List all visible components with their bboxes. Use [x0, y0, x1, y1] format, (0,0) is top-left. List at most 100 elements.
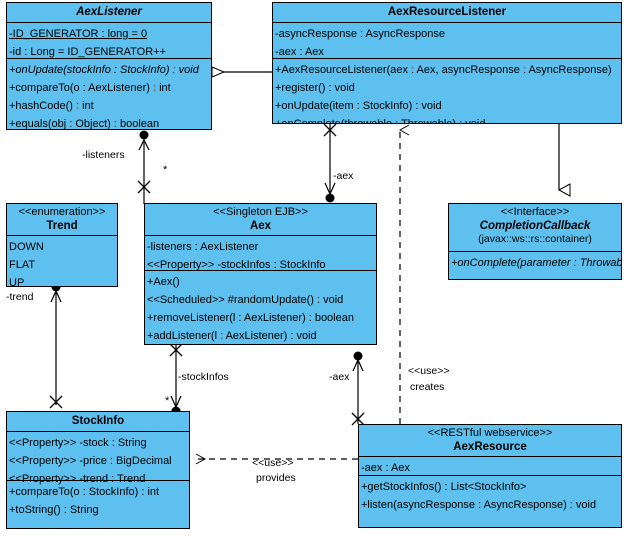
- attribute-label: -id : Long = ID_GENERATOR++: [9, 46, 167, 58]
- attribute-row: -ID_GENERATOR : long = 0: [7, 24, 211, 42]
- edge-multiplicity-stockinfos: *: [165, 395, 170, 407]
- attribute-row: <<Property>> -stockInfos : StockInfo: [145, 255, 376, 273]
- class-box-aexlistener[interactable]: AexListener -ID_GENERATOR : long = 0 -id…: [6, 2, 212, 130]
- attributes-compartment-stockinfo: <<Property>> -stock : String <<Property>…: [7, 432, 189, 485]
- operation-row: +onComplete(parameter : Throwable) : voi…: [449, 253, 621, 271]
- class-header-aexresourcelistener: AexResourceListener: [273, 3, 621, 23]
- class-box-aexresource[interactable]: <<RESTful webservice>> AexResource -aex …: [358, 424, 622, 528]
- operation-label: +equals(obj : Object) : boolean: [9, 118, 160, 130]
- attribute-row: -id : Long = ID_GENERATOR++: [7, 42, 211, 60]
- class-header-stockinfo: StockInfo: [7, 412, 189, 432]
- class-header-trend: <<enumeration>> Trend: [7, 204, 117, 236]
- attribute-row: -aex : Aex: [273, 42, 621, 60]
- class-name-trend: Trend: [46, 220, 78, 232]
- attributes-compartment-aex: -listeners : AexListener <<Property>> -s…: [145, 236, 376, 271]
- operation-row: +compareTo(o : AexListener) : int: [7, 78, 211, 96]
- attribute-row: <<Property>> -price : BigDecimal: [7, 451, 189, 469]
- edge-stockinfo-trend-composition: [49, 282, 63, 409]
- operation-label: +onUpdate(stockInfo : StockInfo) : void: [9, 64, 199, 76]
- attribute-row: <<Property>> -stock : String: [7, 433, 189, 451]
- operation-label: +register() : void: [275, 82, 355, 94]
- enum-literal-label: FLAT: [9, 259, 36, 271]
- operation-label: +onComplete(parameter : Throwable) : voi…: [451, 257, 621, 269]
- operation-label: +compareTo(o : StockInfo) : int: [9, 486, 160, 498]
- class-name-aexlistener: AexListener: [76, 6, 142, 18]
- class-header-aexlistener: AexListener: [7, 3, 211, 23]
- attribute-label: -aex : Aex: [275, 46, 324, 58]
- class-stereotype-completioncallback: <<Interface>>: [500, 206, 570, 218]
- edge-label-aex-top: -aex: [333, 170, 354, 182]
- edge-label-aex-bottom: -aex: [329, 371, 350, 383]
- operation-label: +addListener(l : AexListener) : void: [147, 330, 317, 342]
- edge-label-listeners: -listeners: [82, 149, 125, 161]
- operation-row: +compareTo(o : StockInfo) : int: [7, 482, 189, 500]
- attribute-label: <<Property>> -stock : String: [9, 437, 147, 449]
- class-box-completioncallback[interactable]: <<Interface>> CompletionCallback (javax:…: [448, 203, 622, 280]
- edge-aex-listeners-composition: [137, 130, 151, 204]
- operation-label: <<Scheduled>> #randomUpdate() : void: [147, 294, 344, 306]
- operations-compartment-stockinfo: +compareTo(o : StockInfo) : int +toStrin…: [7, 481, 189, 519]
- operation-label: +Aex(): [147, 276, 180, 288]
- attribute-label: -asyncResponse : AsyncResponse: [275, 28, 445, 40]
- operation-row: +listen(asyncResponse : AsyncResponse) :…: [359, 495, 621, 513]
- edge-label-use-provides-name: provides: [256, 472, 296, 484]
- operation-row: +onUpdate(stockInfo : StockInfo) : void: [7, 60, 211, 78]
- class-name-aexresourcelistener: AexResourceListener: [387, 6, 507, 18]
- attribute-row: -listeners : AexListener: [145, 237, 376, 255]
- class-package-completioncallback: (javax::ws::rs::container): [478, 233, 592, 245]
- operation-row: +onComplete(throwable : Throwable) : voi…: [273, 114, 621, 124]
- edge-multiplicity-listeners: *: [163, 164, 168, 176]
- literals-compartment-trend: DOWN FLAT UP: [7, 236, 117, 287]
- operation-label: +removeListener(l : AexListener) : boole…: [147, 312, 354, 324]
- enum-literal-label: UP: [9, 277, 25, 287]
- class-box-stockinfo[interactable]: StockInfo <<Property>> -stock : String <…: [6, 411, 190, 529]
- attributes-compartment-aexresourcelistener: -asyncResponse : AsyncResponse -aex : Ae…: [273, 23, 621, 59]
- edge-aexresourcelistener-aex-composition: [323, 123, 337, 203]
- attribute-label: <<Property>> -stockInfos : StockInfo: [147, 259, 326, 271]
- operation-row: +removeListener(l : AexListener) : boole…: [145, 308, 376, 326]
- attribute-row: <<Property>> -trend : Trend: [7, 469, 189, 487]
- operation-row: +equals(obj : Object) : boolean: [7, 114, 211, 130]
- enum-literal-row: UP: [7, 273, 117, 287]
- operation-row: +onUpdate(item : StockInfo) : void: [273, 96, 621, 114]
- class-name-aex: Aex: [249, 220, 272, 232]
- operation-row: +toString() : String: [7, 500, 189, 518]
- operation-label: +listen(asyncResponse : AsyncResponse) :…: [361, 499, 597, 511]
- operation-label: +AexResourceListener(aex : Aex, asyncRes…: [275, 64, 612, 76]
- operations-compartment-aex: +Aex() <<Scheduled>> #randomUpdate() : v…: [145, 271, 376, 344]
- enum-literal-row: DOWN: [7, 237, 117, 255]
- class-header-aexresource: <<RESTful webservice>> AexResource: [359, 425, 621, 457]
- class-stereotype-aex: <<Singleton EJB>>: [213, 206, 308, 218]
- operation-label: +compareTo(o : AexListener) : int: [9, 82, 171, 94]
- operations-compartment-completioncallback: +onComplete(parameter : Throwable) : voi…: [449, 252, 621, 272]
- class-box-trend[interactable]: <<enumeration>> Trend DOWN FLAT UP: [6, 203, 118, 287]
- enum-literal-label: DOWN: [9, 241, 44, 253]
- operation-row: +addListener(l : AexListener) : void: [145, 326, 376, 344]
- edge-label-use-creates-name: creates: [410, 381, 445, 393]
- class-stereotype-trend: <<enumeration>>: [18, 206, 106, 218]
- attribute-row: -asyncResponse : AsyncResponse: [273, 24, 621, 42]
- attribute-label: <<Property>> -price : BigDecimal: [9, 455, 172, 467]
- operation-label: +onComplete(throwable : Throwable) : voi…: [275, 118, 486, 124]
- operations-compartment-aexlistener: +onUpdate(stockInfo : StockInfo) : void …: [7, 59, 211, 130]
- operation-label: +getStockInfos() : List<StockInfo>: [361, 481, 527, 493]
- operation-label: +toString() : String: [9, 504, 99, 516]
- class-name-stockinfo: StockInfo: [71, 415, 125, 427]
- operation-row: +register() : void: [273, 78, 621, 96]
- operation-label: +hashCode() : int: [9, 100, 94, 112]
- class-header-aex: <<Singleton EJB>> Aex: [145, 204, 376, 236]
- attributes-compartment-aexlistener: -ID_GENERATOR : long = 0 -id : Long = ID…: [7, 23, 211, 59]
- attribute-label: -listeners : AexListener: [147, 241, 259, 253]
- class-box-aex[interactable]: <<Singleton EJB>> Aex -listeners : AexLi…: [144, 203, 377, 345]
- operation-label: +onUpdate(item : StockInfo) : void: [275, 100, 442, 112]
- attributes-compartment-aexresource: -aex : Aex: [359, 457, 621, 476]
- class-box-aexresourcelistener[interactable]: AexResourceListener -asyncResponse : Asy…: [272, 2, 622, 124]
- attribute-row: -aex : Aex: [359, 458, 621, 476]
- operations-compartment-aexresource: +getStockInfos() : List<StockInfo> +list…: [359, 476, 621, 514]
- edge-label-use-creates-stereotype: <<use>>: [408, 365, 450, 377]
- edge-label-use-provides-stereotype: <<use>>: [252, 457, 294, 469]
- edge-label-stockinfos: -stockInfos: [178, 371, 229, 383]
- edge-aexresource-aex-composition: [351, 351, 365, 426]
- class-stereotype-aexresource: <<RESTful webservice>>: [427, 427, 553, 439]
